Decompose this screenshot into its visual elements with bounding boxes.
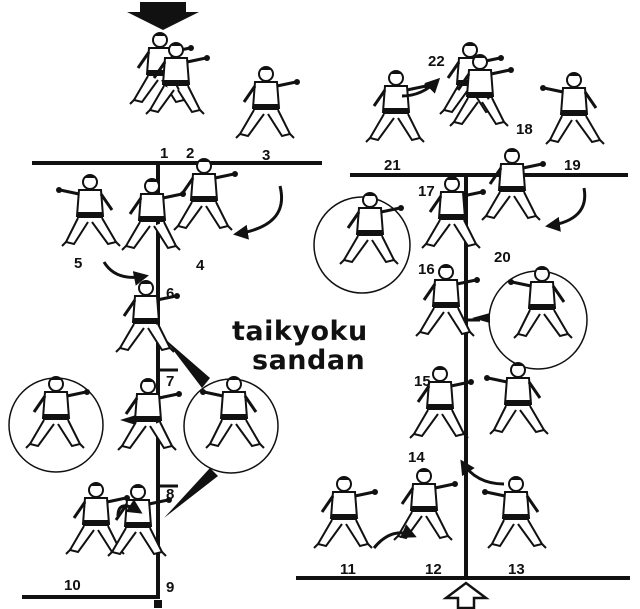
step-number-12: 12 — [425, 561, 442, 578]
step-number-14: 14 — [408, 449, 425, 466]
step-number-9: 9 — [166, 579, 174, 596]
end-marker — [154, 600, 162, 608]
detail-pointers — [120, 313, 490, 518]
step-number-21: 21 — [384, 157, 401, 174]
karateka-figures — [24, 31, 606, 558]
step-number-10: 10 — [64, 577, 81, 594]
start-arrow-icon — [127, 2, 199, 30]
title-line-2: sandan — [252, 345, 366, 376]
title-line-1: taikyoku — [232, 316, 368, 347]
step-number-19: 19 — [564, 157, 581, 174]
step-number-1: 1 — [160, 145, 168, 162]
step-number-16: 16 — [418, 261, 435, 278]
step-number-13: 13 — [508, 561, 525, 578]
step-number-2: 2 — [186, 145, 194, 162]
movement-arrows — [102, 77, 587, 549]
step-number-15: 15 — [414, 373, 431, 390]
step-number-6: 6 — [166, 285, 174, 302]
step-number-7: 7 — [166, 373, 174, 390]
step-number-8: 8 — [166, 486, 174, 503]
detail-circles — [8, 196, 588, 474]
step-number-20: 20 — [494, 249, 511, 266]
step-numbers: 1 2 3 4 5 6 7 8 9 10 11 12 13 14 15 16 1… — [64, 53, 581, 596]
step-number-5: 5 — [74, 255, 82, 272]
step-number-4: 4 — [196, 257, 205, 274]
step-number-18: 18 — [516, 121, 533, 138]
step-number-17: 17 — [418, 183, 435, 200]
step-number-22: 22 — [428, 53, 445, 70]
step-number-11: 11 — [340, 561, 356, 578]
finish-arrow-icon — [442, 581, 490, 609]
floor-lines — [22, 161, 630, 599]
step-number-3: 3 — [262, 147, 270, 164]
